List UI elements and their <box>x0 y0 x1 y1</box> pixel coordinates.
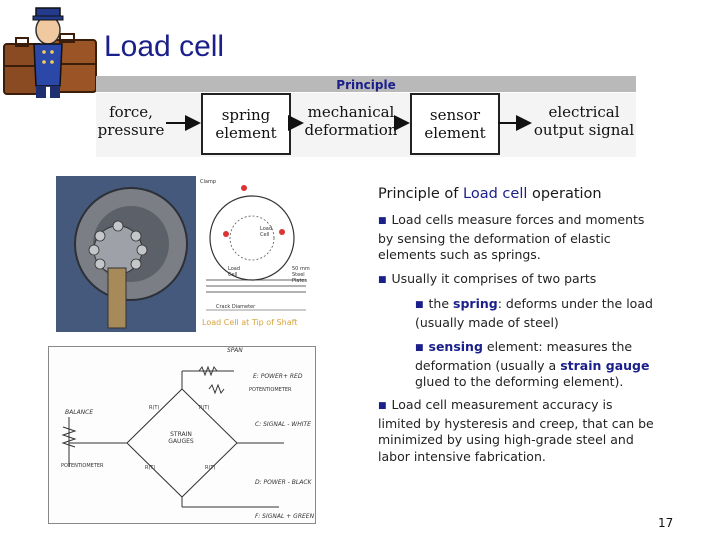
flow-sensor-label: sensor element <box>424 106 486 142</box>
wiring-label-rt4: R(T) <box>205 465 216 471</box>
wiring-label-power-red: E: POWER+ RED <box>253 373 303 380</box>
paragraph-3: ■ the spring: deforms under the load (usu… <box>415 296 655 331</box>
paragraph-2: ■ Usually it comprises of two parts <box>378 271 646 290</box>
slide-subtitle: Principle <box>336 78 396 92</box>
subtitle-bar <box>96 76 636 92</box>
flow-spring-label: spring element <box>215 106 277 142</box>
wiring-label-rt2: R(T) <box>199 405 210 411</box>
paragraph-5-text: Load cell measurement accuracy is limite… <box>378 397 654 464</box>
paragraph-4-highlight-2: strain gauge <box>560 357 650 373</box>
paragraph-1: ■Load cells measure forces and moments b… <box>378 212 646 264</box>
photo-small-label-clamp: Clamp <box>200 179 216 185</box>
bullet-square-icon: ■ <box>378 401 387 411</box>
wiring-label-balance: BALANCE <box>65 409 94 416</box>
paragraph-3-post: : deforms under the load (usually made o… <box>415 296 653 330</box>
wheatstone-bridge-diagram: SPAN E: POWER+ RED POTENTIOMETER BALANCE… <box>48 346 316 524</box>
paragraph-3-highlight: spring <box>453 296 498 311</box>
principle-flow-diagram: force, pressure spring element mechanica… <box>96 93 636 157</box>
photo-caption: Load Cell at Tip of Shaft <box>202 318 298 327</box>
paragraph-5: ■Load cell measurement accuracy is limit… <box>378 397 656 465</box>
flow-output-label: electrical output signal <box>533 103 635 139</box>
wiring-label-pot2: POTENTIOMETER <box>61 463 104 469</box>
operation-heading: Principle of Load cell operation <box>378 186 602 202</box>
paragraph-1-text: Load cells measure forces and moments by… <box>378 212 645 262</box>
wiring-label-rt3: R(T) <box>145 465 156 471</box>
slide-title: Load cell <box>104 30 225 63</box>
paragraph-4: ■ sensing element: measures the deformati… <box>415 339 655 391</box>
operation-heading-suffix: operation <box>527 186 602 202</box>
paragraph-4-highlight: sensing <box>428 339 483 354</box>
photo-small-label-crack: Crack Diameter <box>216 304 256 310</box>
photo-small-label-cell1: Load Cell <box>260 226 272 238</box>
bullet-square-icon: ■ <box>415 300 424 310</box>
page-number: 17 <box>658 516 674 530</box>
bullet-square-icon: ■ <box>378 216 387 226</box>
operation-heading-highlight: Load cell <box>463 186 528 202</box>
flow-spring-box: spring element <box>201 93 291 155</box>
paragraph-4-mid: element: measures the deformation (usual… <box>415 339 633 373</box>
flow-sensor-box: sensor element <box>410 93 500 155</box>
operation-heading-prefix: Principle of <box>378 186 464 202</box>
paragraph-2-text: Usually it comprises of two parts <box>391 271 597 286</box>
wiring-label-strain-gauges: STRAIN GAUGES <box>168 431 194 445</box>
paragraph-4-post: glued to the deforming element). <box>415 374 624 389</box>
wiring-label-span: SPAN <box>227 347 243 354</box>
flow-input-label: force, pressure <box>97 103 165 139</box>
wiring-label-signal-green: F: SIGNAL + GREEN <box>255 513 315 520</box>
flow-arrows <box>166 115 532 131</box>
wiring-label-signal-white: C: SIGNAL - WHITE <box>255 421 311 428</box>
load-cell-photo: Clamp Load Cell Load Cell 50 mm Steel Pl… <box>56 176 312 332</box>
paragraph-3-pre: the <box>428 296 454 311</box>
wiring-label-pot1: POTENTIOMETER <box>249 387 292 393</box>
wiring-label-power-black: D: POWER - BLACK <box>255 479 312 486</box>
bellhop-clipart <box>0 0 100 100</box>
wiring-label-rt1: R(T) <box>149 405 160 411</box>
photo-small-label-plates: 50 mm Steel Plates <box>292 266 310 284</box>
bullet-square-icon: ■ <box>378 275 387 285</box>
bullet-square-icon: ■ <box>415 343 424 353</box>
flow-mid-label: mechanical deformation <box>304 103 398 139</box>
photo-small-label-cell2: Load Cell <box>228 266 240 278</box>
